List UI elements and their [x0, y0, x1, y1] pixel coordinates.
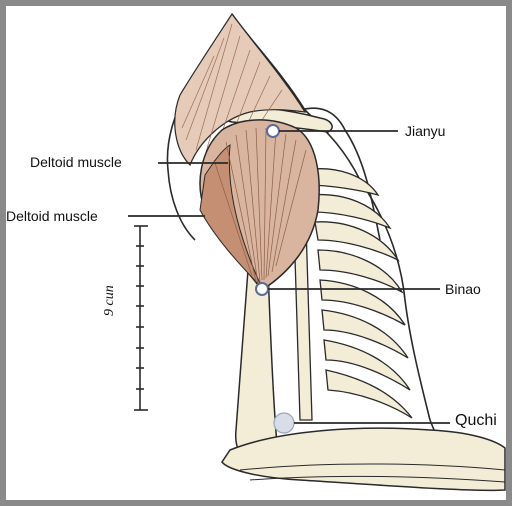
jianyu-point	[267, 125, 279, 137]
humerus-bone	[236, 270, 277, 460]
binao-label: Binao	[445, 281, 481, 297]
jianyu-label: Jianyu	[405, 123, 445, 139]
deltoid-lower-label: Deltoid muscle	[6, 208, 98, 224]
quchi-point	[274, 413, 294, 433]
scale-bar	[134, 226, 148, 410]
scale-length-label: 9 cun	[102, 285, 118, 316]
quchi-label: Quchi	[455, 413, 497, 429]
deltoid-upper-label: Deltoid muscle	[30, 154, 122, 170]
binao-point	[256, 283, 268, 295]
